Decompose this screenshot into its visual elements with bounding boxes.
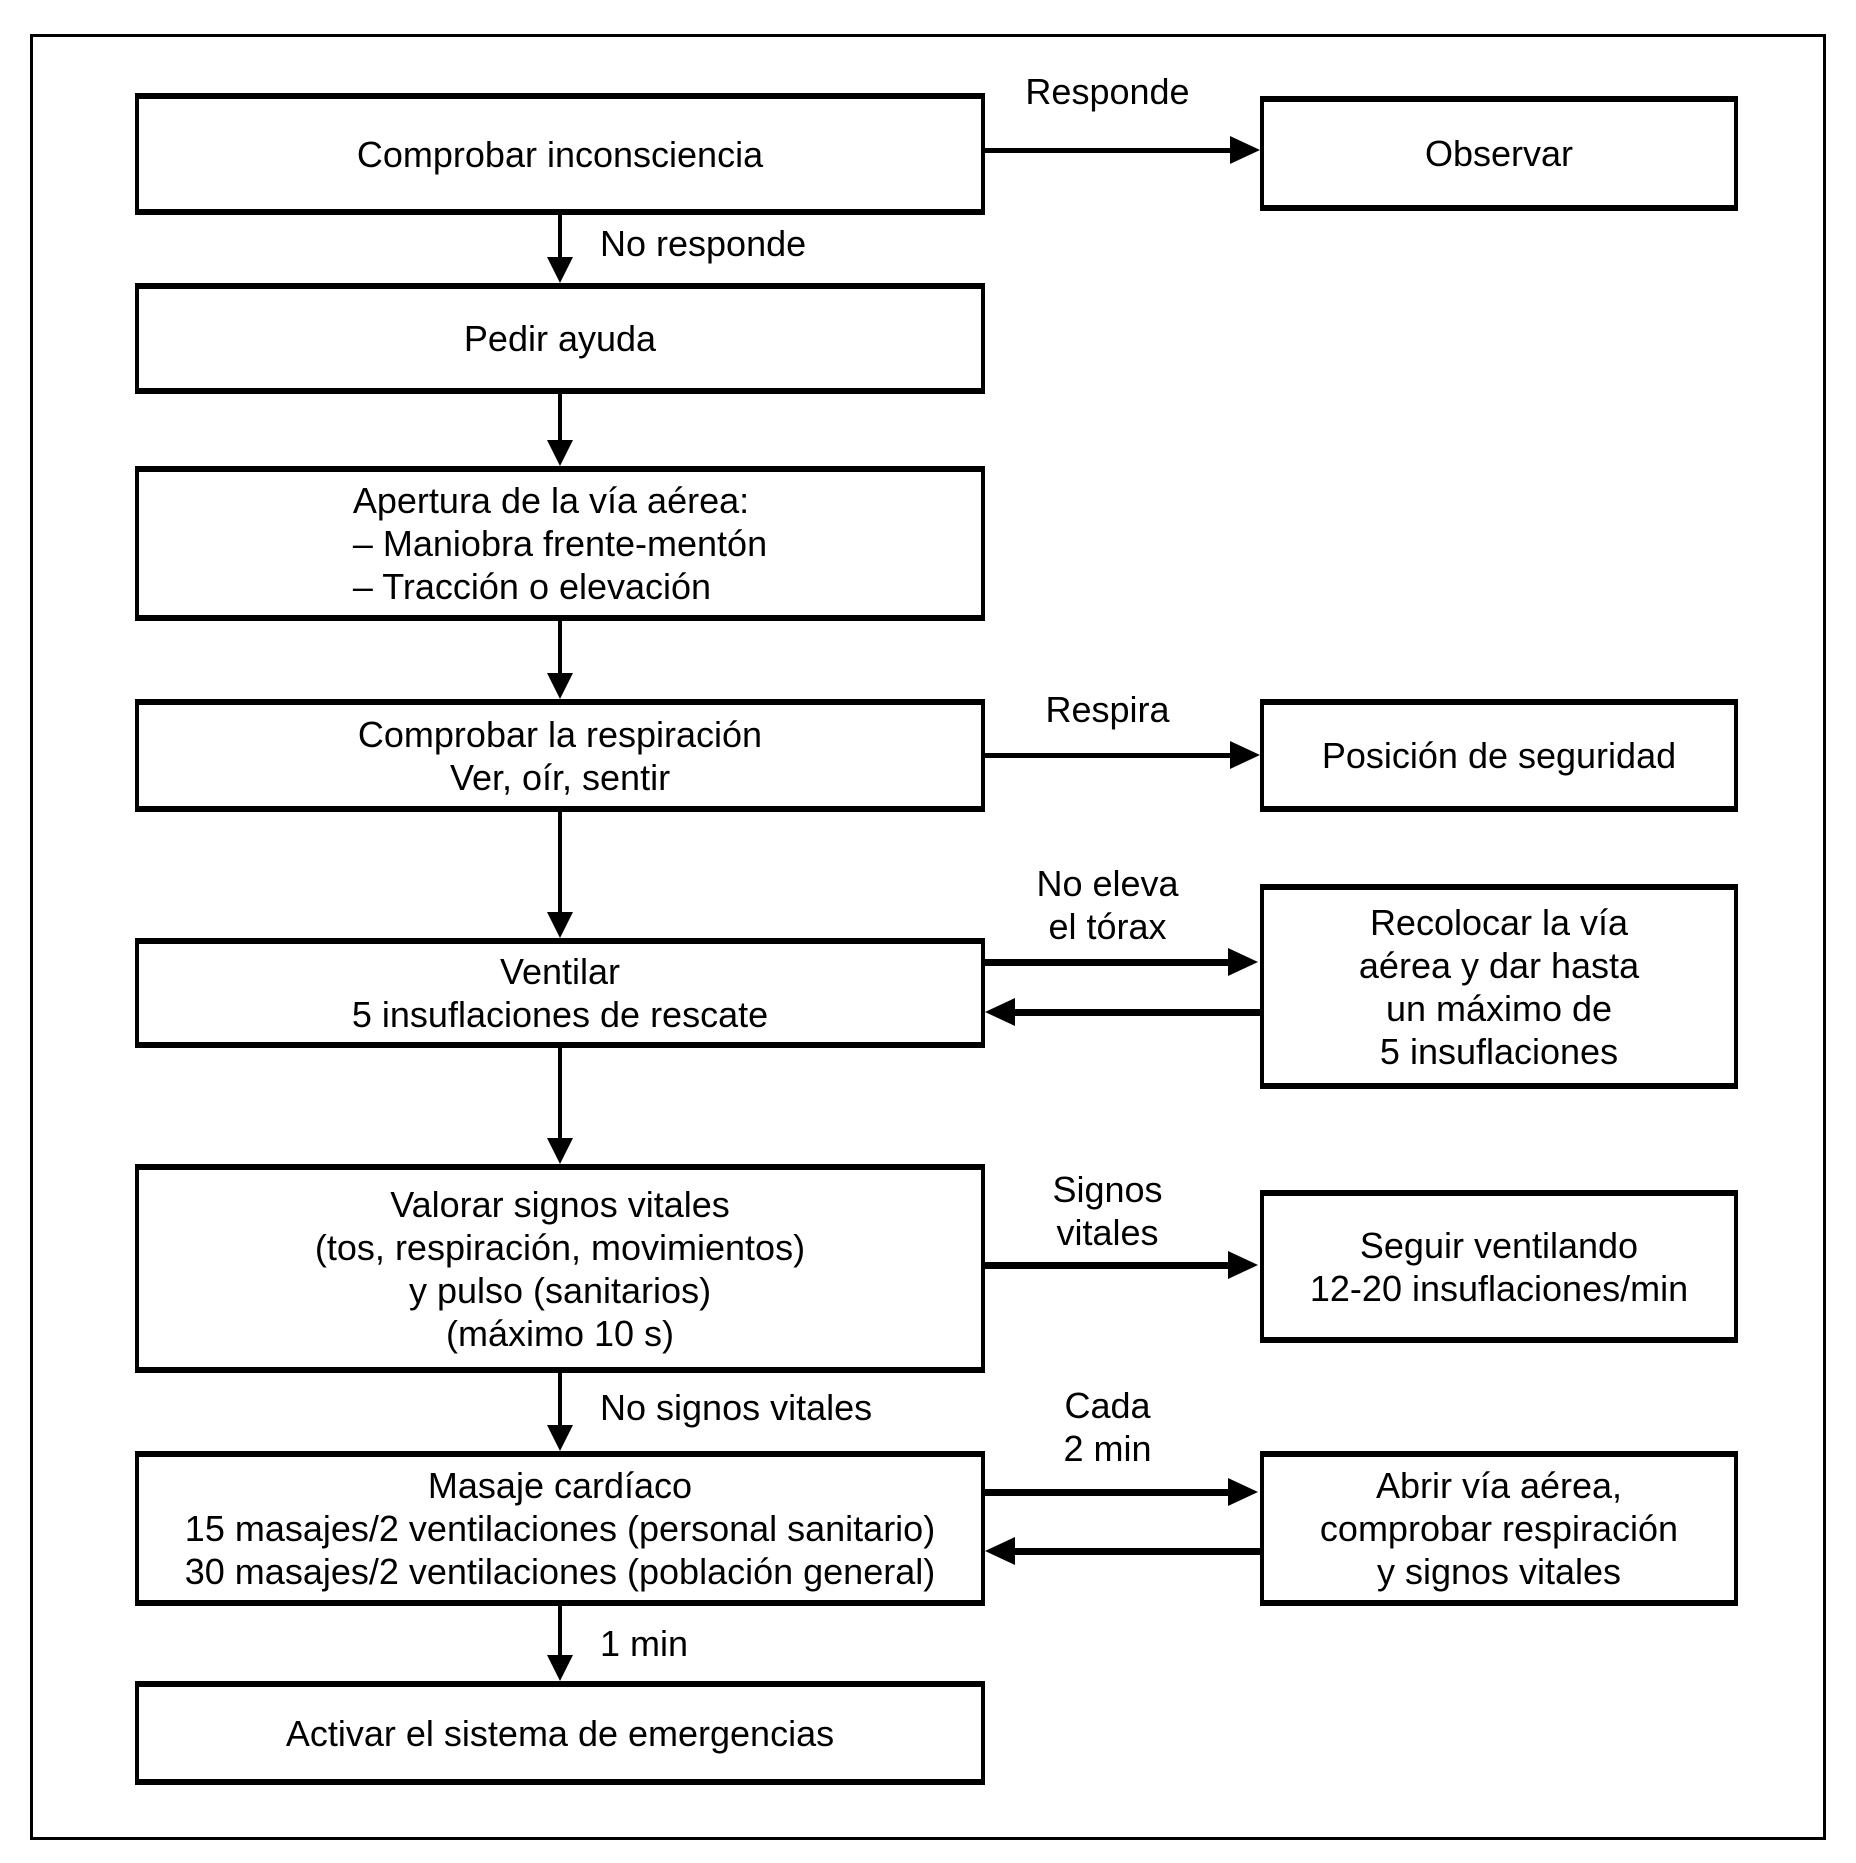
node-label: y pulso (sanitarios) xyxy=(408,1269,712,1311)
node-label: Seguir ventilando xyxy=(1359,1224,1639,1266)
node-label: 12-20 insuflaciones/min xyxy=(1309,1267,1689,1309)
node-comprobar-inconsciencia: Comprobar inconsciencia xyxy=(135,93,985,215)
arrow-right-cada-2min xyxy=(985,1489,1228,1496)
node-label: Ventilar xyxy=(499,951,621,992)
node-label: 15 masajes/2 ventilaciones (personal san… xyxy=(184,1508,936,1549)
node-label: Posición de seguridad xyxy=(1321,735,1677,776)
node-masaje-cardiaco: Masaje cardíaco 15 masajes/2 ventilacion… xyxy=(135,1451,985,1606)
node-seguir-ventilando: Seguir ventilando 12-20 insuflaciones/mi… xyxy=(1260,1190,1738,1343)
arrowhead-down-icon xyxy=(547,673,573,699)
node-label: Observar xyxy=(1424,133,1574,174)
node-label: y signos vitales xyxy=(1376,1551,1622,1592)
figure-border xyxy=(30,34,1826,1840)
node-label: – Tracción o elevación xyxy=(352,566,712,607)
node-label: comprobar respiración xyxy=(1319,1508,1679,1549)
node-recolocar-via-aerea: Recolocar la vía aérea y dar hasta un má… xyxy=(1260,884,1738,1089)
edge-label-cada-2-min: Cada 2 min xyxy=(985,1384,1230,1470)
node-label: un máximo de xyxy=(1385,987,1613,1029)
arrowhead-down-icon xyxy=(547,440,573,466)
node-label: Pedir ayuda xyxy=(463,318,657,359)
node-pedir-ayuda: Pedir ayuda xyxy=(135,283,985,394)
arrowhead-right-icon xyxy=(1230,136,1260,164)
node-label: – Maniobra frente-mentón xyxy=(352,523,768,564)
edge-label-respira: Respira xyxy=(1045,689,1170,730)
node-label: 5 insuflaciones de rescate xyxy=(351,994,769,1035)
node-label: Ver, oír, sentir xyxy=(449,756,671,798)
arrow-down-5 xyxy=(558,1048,562,1138)
node-label: 5 insuflaciones xyxy=(1379,1030,1619,1072)
arrowhead-right-icon xyxy=(1230,741,1260,769)
node-label: Abrir vía aérea, xyxy=(1375,1465,1623,1506)
node-label: Comprobar la respiración xyxy=(357,713,763,755)
arrowhead-down-icon xyxy=(547,1425,573,1451)
node-comprobar-respiracion: Comprobar la respiración Ver, oír, senti… xyxy=(135,699,985,812)
node-label: (tos, respiración, movimientos) xyxy=(314,1226,806,1268)
arrowhead-down-icon xyxy=(547,1138,573,1164)
arrowhead-down-icon xyxy=(547,912,573,938)
node-label: Activar el sistema de emergencias xyxy=(285,1712,835,1754)
node-label-block: Apertura de la vía aérea: – Maniobra fre… xyxy=(353,479,767,608)
arrow-down-3 xyxy=(558,621,562,673)
node-valorar-signos-vitales: Valorar signos vitales (tos, respiración… xyxy=(135,1164,985,1373)
node-label: 30 masajes/2 ventilaciones (población ge… xyxy=(184,1551,936,1592)
edge-label-line: 2 min xyxy=(1063,1428,1152,1469)
arrowhead-down-icon xyxy=(547,1655,573,1681)
node-observar: Observar xyxy=(1260,96,1738,211)
edge-label-line: Cada xyxy=(1064,1385,1151,1426)
arrow-right-responde xyxy=(985,148,1230,153)
edge-label-no-eleva-el-torax: No eleva el tórax xyxy=(985,862,1230,948)
edge-label-1-min: 1 min xyxy=(600,1623,689,1664)
edge-label-line: el tórax xyxy=(1048,906,1167,947)
node-label: Masaje cardíaco xyxy=(427,1465,693,1506)
arrowhead-right-icon xyxy=(1228,1251,1258,1279)
arrowhead-left-icon xyxy=(985,998,1015,1026)
arrow-return-recolocar xyxy=(1015,1009,1260,1016)
arrow-return-abrir-via xyxy=(1015,1548,1260,1555)
edge-label-no-responde: No responde xyxy=(600,223,807,264)
arrow-down-6 xyxy=(558,1373,562,1425)
edge-label-line: Signos xyxy=(1052,1169,1163,1210)
arrow-down-2 xyxy=(558,394,562,440)
arrow-down-4 xyxy=(558,812,562,912)
edge-label-signos-vitales: Signos vitales xyxy=(985,1168,1230,1254)
node-label: Valorar signos vitales xyxy=(390,1183,730,1225)
node-label: Apertura de la vía aérea: xyxy=(352,480,750,521)
arrow-down-1 xyxy=(558,215,562,257)
node-label: Comprobar inconsciencia xyxy=(356,133,764,175)
arrowhead-right-icon xyxy=(1228,948,1258,976)
arrow-right-no-eleva-torax xyxy=(985,959,1228,966)
node-activar-sistema-emergencias: Activar el sistema de emergencias xyxy=(135,1681,985,1785)
node-posicion-seguridad: Posición de seguridad xyxy=(1260,699,1738,812)
edge-label-responde: Responde xyxy=(1025,71,1190,112)
arrowhead-left-icon xyxy=(985,1537,1015,1565)
node-label: aérea y dar hasta xyxy=(1358,944,1640,986)
arrowhead-down-icon xyxy=(547,257,573,283)
node-label: Recolocar la vía xyxy=(1369,901,1629,943)
node-ventilar: Ventilar 5 insuflaciones de rescate xyxy=(135,938,985,1048)
edge-label-line: No eleva xyxy=(1036,863,1179,904)
node-label: (máximo 10 s) xyxy=(445,1312,675,1354)
arrow-right-respira xyxy=(985,753,1230,758)
node-abrir-via-aerea-comprobar: Abrir vía aérea, comprobar respiración y… xyxy=(1260,1451,1738,1606)
arrow-right-signos-vitales xyxy=(985,1262,1228,1269)
arrowhead-right-icon xyxy=(1228,1478,1258,1506)
edge-label-line: vitales xyxy=(1056,1212,1159,1253)
node-apertura-via-aerea: Apertura de la vía aérea: – Maniobra fre… xyxy=(135,466,985,621)
arrow-down-7 xyxy=(558,1606,562,1655)
edge-label-no-signos-vitales: No signos vitales xyxy=(600,1387,873,1428)
